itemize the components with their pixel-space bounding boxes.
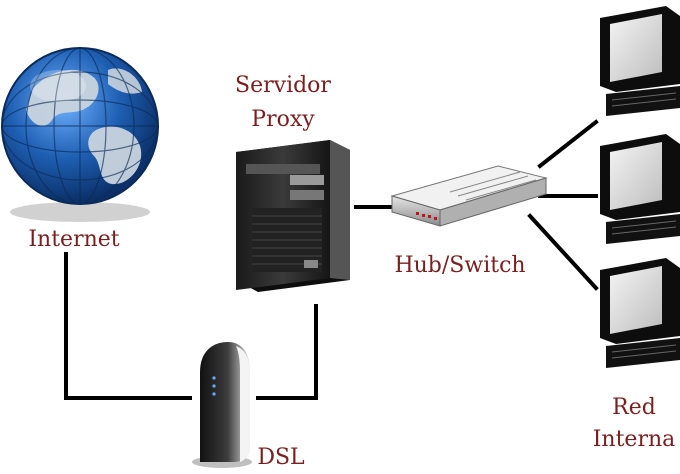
desktop-computer-icon (600, 6, 680, 116)
diagram-labels: Internet Servidor Proxy Hub/Switch DSL R… (28, 73, 675, 470)
server-tower-icon (236, 140, 350, 292)
dsl-label: DSL (257, 445, 305, 470)
wire-internet-dsl (64, 252, 192, 400)
connection-wires (64, 119, 599, 400)
desktop-computer-icon (600, 134, 680, 244)
hub-label: Hub/Switch (394, 253, 525, 278)
wire-hub-pc1 (537, 119, 599, 169)
internet-label: Internet (28, 227, 119, 252)
lan-label-line1: Red (612, 395, 656, 420)
desktop-computer-icon (600, 258, 680, 368)
proxy-label-line2: Proxy (251, 107, 315, 132)
proxy-label-line1: Servidor (235, 73, 331, 98)
dsl-modem-icon (192, 342, 252, 468)
lan-label-line2: Interna (593, 427, 676, 452)
network-switch-icon (390, 165, 548, 227)
wire-dsl-proxy (256, 304, 318, 400)
globe-icon (1, 47, 159, 222)
wire-hub-pc3 (527, 213, 599, 291)
